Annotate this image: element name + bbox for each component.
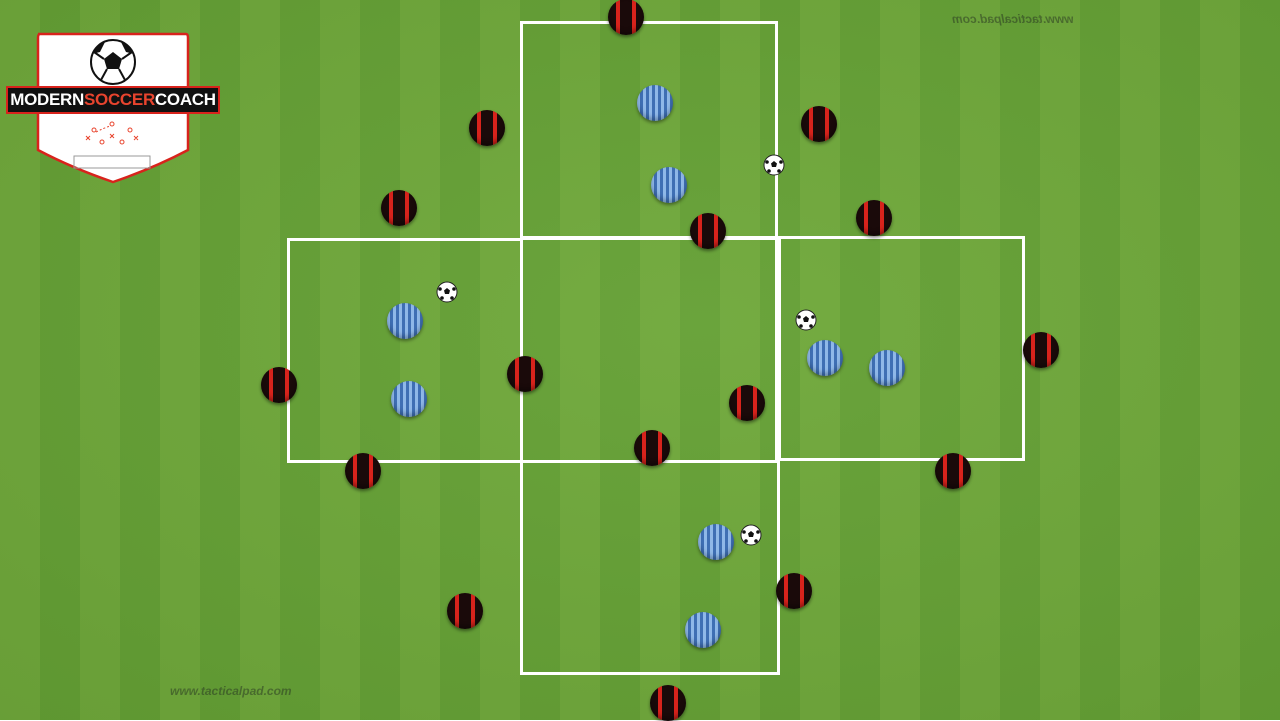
watermark-bottom: www.tacticalpad.com bbox=[170, 684, 292, 698]
soccer-ball-icon bbox=[740, 524, 762, 546]
soccer-ball-icon bbox=[795, 309, 817, 331]
red-player bbox=[345, 453, 381, 489]
blue-player bbox=[651, 167, 687, 203]
blue-player bbox=[391, 381, 427, 417]
blue-player bbox=[387, 303, 423, 339]
red-player bbox=[447, 593, 483, 629]
soccer-ball-icon bbox=[436, 281, 458, 303]
red-player bbox=[801, 106, 837, 142]
red-player bbox=[507, 356, 543, 392]
soccer-ball-icon bbox=[90, 39, 136, 85]
blue-player bbox=[869, 350, 905, 386]
watermark-top: www.tacticalpad.com bbox=[952, 12, 1074, 26]
zone-top bbox=[520, 21, 778, 240]
red-player bbox=[608, 0, 644, 35]
zone-center bbox=[520, 236, 778, 463]
logo-wordmark: MODERNSOCCERCOACH bbox=[6, 86, 220, 114]
red-player bbox=[729, 385, 765, 421]
red-player bbox=[856, 200, 892, 236]
tactics-diagram-icon bbox=[73, 121, 151, 169]
soccer-ball-icon bbox=[763, 154, 785, 176]
red-player bbox=[776, 573, 812, 609]
red-player bbox=[381, 190, 417, 226]
zone-bottom bbox=[520, 460, 780, 675]
red-player bbox=[935, 453, 971, 489]
red-player bbox=[469, 110, 505, 146]
red-player bbox=[650, 685, 686, 721]
red-player bbox=[690, 213, 726, 249]
blue-player bbox=[698, 524, 734, 560]
red-player bbox=[261, 367, 297, 403]
red-player bbox=[634, 430, 670, 466]
red-player bbox=[1023, 332, 1059, 368]
zone-left bbox=[287, 238, 523, 463]
blue-player bbox=[807, 340, 843, 376]
modern-soccer-coach-logo: MODERNSOCCERCOACH bbox=[4, 32, 222, 184]
blue-player bbox=[637, 85, 673, 121]
blue-player bbox=[685, 612, 721, 648]
